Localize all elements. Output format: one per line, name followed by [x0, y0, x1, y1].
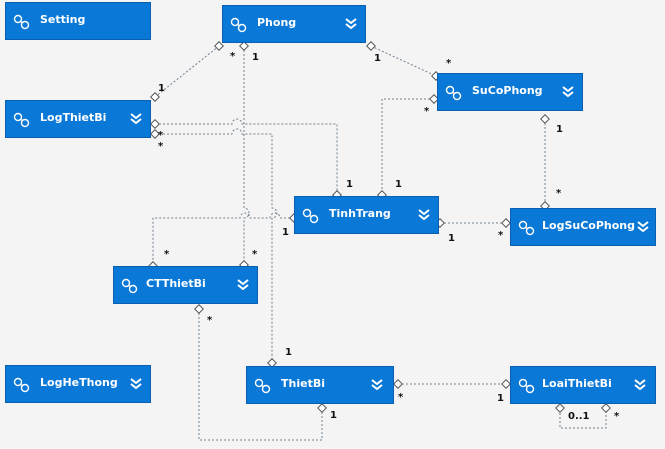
multiplicity-label: 1 [158, 83, 165, 94]
connector-phong-ctthietbi [243, 46, 250, 262]
multiplicity-label: 1 [285, 347, 292, 358]
entity-sucophong[interactable]: SuCoPhong [437, 73, 583, 111]
entity-loaithietbi[interactable]: LoaiThietBi [510, 366, 656, 404]
multiplicity-label: 1 [448, 233, 455, 244]
multiplicity-label: 0..1 [568, 411, 590, 422]
double-chevron-down-icon[interactable] [128, 111, 144, 127]
entity-title: LogHeThong [40, 376, 118, 389]
entity-type-icon [13, 112, 30, 128]
entity-title: SuCoPhong [472, 84, 543, 97]
connector-end-markers [148, 41, 611, 413]
entity-type-icon [121, 278, 138, 294]
connector-logthietbi-tinhtrang [155, 118, 338, 192]
entity-logsucophong[interactable]: LogSuCoPhong [510, 208, 656, 246]
entity-setting[interactable]: Setting [5, 2, 151, 40]
double-chevron-down-icon[interactable] [235, 277, 251, 293]
multiplicity-label: * [252, 249, 258, 260]
entity-type-icon [518, 378, 535, 394]
entity-type-icon [254, 378, 271, 394]
entity-title: LoaiThietBi [542, 377, 612, 390]
entity-title: LogSuCoPhong [542, 219, 635, 232]
multiplicity-label: 1 [346, 179, 353, 190]
entity-title: ThietBi [281, 377, 325, 390]
entity-type-icon [445, 85, 462, 101]
entity-type-icon [230, 17, 247, 33]
double-chevron-down-icon[interactable] [416, 207, 432, 223]
multiplicity-label: * [424, 106, 430, 117]
entity-type-icon [13, 377, 30, 393]
multiplicity-label: 1 [330, 410, 337, 421]
multiplicity-label: 1 [497, 393, 504, 404]
multiplicity-label: 1 [252, 52, 259, 63]
entity-tinhtrang[interactable]: TinhTrang [294, 196, 439, 234]
entity-title: LogThietBi [40, 111, 107, 124]
entity-title: Setting [40, 13, 86, 26]
connector-ctthietbi-thietbi [198, 309, 323, 441]
entity-phong[interactable]: Phong [222, 5, 366, 43]
multiplicity-label: 1 [282, 227, 289, 238]
connector-loaithietbi-self [559, 405, 607, 429]
entity-loghethong[interactable]: LogHeThong [5, 365, 151, 403]
connector-logthietbi-thietbi [155, 128, 278, 366]
connector-sucophong-tinhtrang [381, 98, 434, 192]
multiplicity-label: * [207, 315, 213, 326]
multiplicity-label: * [556, 188, 562, 199]
entity-type-icon [13, 14, 30, 30]
connector-tinhtrang-ctthietbi [152, 212, 294, 266]
double-chevron-down-icon[interactable] [560, 84, 576, 100]
entity-type-icon [302, 208, 319, 224]
multiplicity-label: 1 [374, 53, 381, 64]
multiplicity-label: * [164, 249, 170, 260]
multiplicity-label: * [446, 58, 452, 69]
entity-thietbi[interactable]: ThietBi [246, 366, 394, 404]
multiplicity-label: * [398, 392, 404, 403]
double-chevron-down-icon[interactable] [369, 377, 385, 393]
connector-phong-logthietbi [154, 45, 220, 98]
entity-ctthietbi[interactable]: CTThietBi [113, 266, 258, 304]
multiplicity-label: * [230, 51, 236, 62]
double-chevron-down-icon[interactable] [128, 376, 144, 392]
entity-title: Phong [257, 16, 297, 29]
entity-type-icon [518, 220, 535, 236]
multiplicity-label: 1 [395, 179, 402, 190]
entity-title: TinhTrang [329, 207, 391, 220]
double-chevron-down-icon[interactable] [635, 219, 651, 235]
multiplicity-label: * [158, 141, 164, 152]
entity-logthietbi[interactable]: LogThietBi [5, 100, 151, 138]
multiplicity-label: 1 [556, 124, 563, 135]
double-chevron-down-icon[interactable] [343, 16, 359, 32]
multiplicity-label: * [498, 230, 504, 241]
entity-title: CTThietBi [146, 277, 206, 290]
double-chevron-down-icon[interactable] [632, 377, 648, 393]
multiplicity-label: * [614, 411, 620, 422]
multiplicity-label: * [158, 130, 164, 141]
